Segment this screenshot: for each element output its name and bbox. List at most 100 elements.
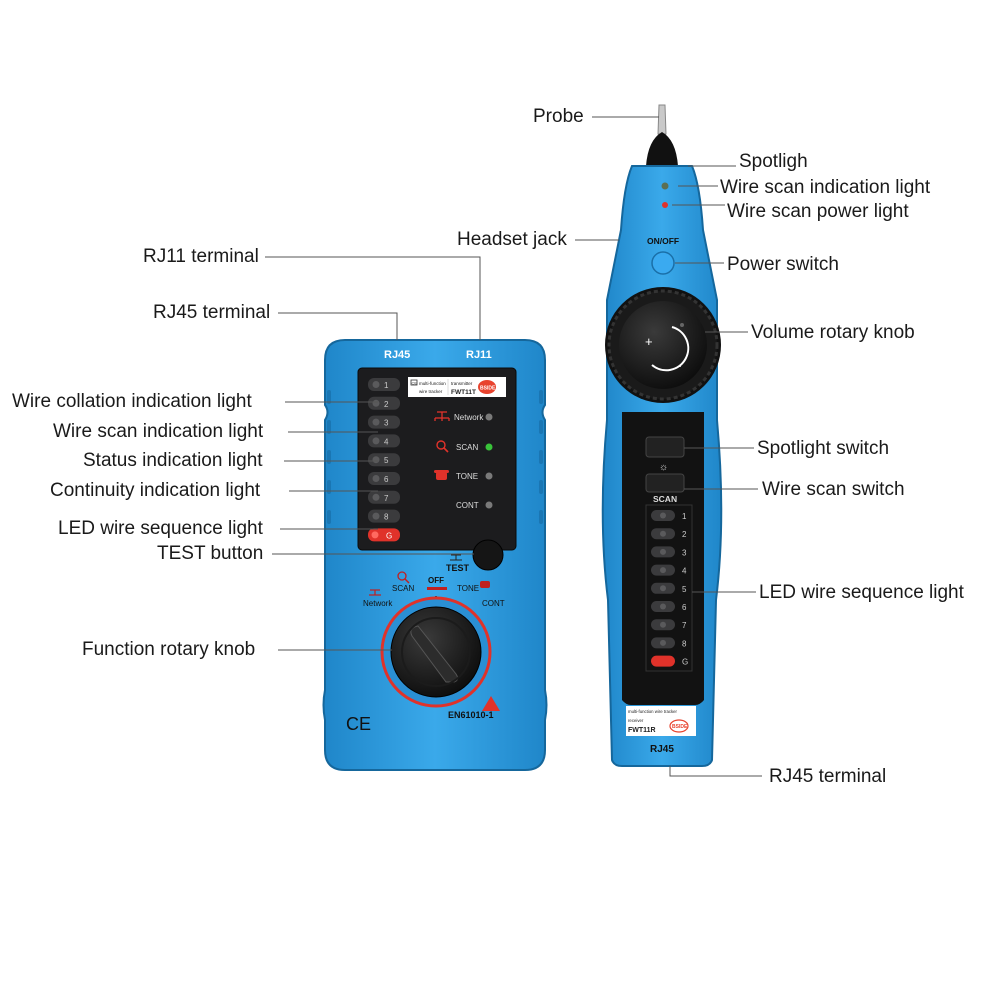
rx-wire-scan-switch[interactable] (645, 473, 685, 493)
callout-continuity-light: Continuity indication light (50, 480, 261, 501)
svg-text:☼: ☼ (659, 462, 668, 473)
tx-led-8: 8 (368, 509, 400, 523)
svg-text:+: + (645, 334, 653, 349)
tx-led-label: 1 (384, 381, 389, 390)
tx-model: FWT11T (451, 389, 476, 396)
callout-status-light: Status indication light (83, 450, 263, 471)
callout-power-switch: Power switch (727, 254, 839, 275)
leader-lines (265, 116, 762, 777)
rx-led-label: 3 (682, 548, 687, 557)
rx-sticker-type: receiver (628, 718, 644, 723)
rx-led-label: 7 (682, 621, 687, 630)
tx-cont-indicator: CONT (456, 501, 493, 510)
callout-rj45-terminal: RJ45 terminal (153, 302, 271, 323)
rx-led-7: 7 (651, 619, 687, 631)
tx-led-label: 8 (384, 513, 389, 522)
rx-led-2: 2 (651, 528, 687, 540)
tx-led-3: 3 (368, 415, 400, 429)
tx-sticker-type: transmitter (451, 381, 473, 386)
tx-dial-labels: SCAN OFF TONE CONT Network (363, 571, 505, 608)
rx-led-label: 6 (682, 603, 687, 612)
tx-network-indicator: Network (434, 411, 493, 422)
tx-sticker-line2: wire tracker (419, 389, 443, 394)
tx-led-7: 7 (368, 490, 400, 504)
callout-wire-scan-light-left: Wire scan indication light (53, 421, 264, 442)
rx-onoff-label: ON/OFF (647, 236, 679, 246)
tx-tone-indicator: TONE (434, 470, 493, 481)
rx-rj45-label: RJ45 (650, 744, 674, 755)
tx-sticker-line1: multi-function (419, 381, 446, 386)
tx-rj11-label: RJ11 (466, 349, 492, 361)
rx-led-label: 2 (682, 530, 687, 539)
rx-power-switch[interactable] (651, 251, 675, 275)
receiver-device: ON/OFF + - ☼ SCAN 1 2 3 4 5 6 7 8G multi-functi… (601, 104, 723, 767)
rx-sticker-line1: multi-function wire tracker (628, 709, 678, 714)
rx-led-5: 5 (651, 582, 687, 594)
callout-headset-jack: Headset jack (457, 229, 567, 250)
tx-rj45-label: RJ45 (384, 349, 410, 361)
tx-led-label: 6 (384, 475, 389, 484)
tx-led-label: 2 (384, 400, 389, 409)
tx-scan-indicator: SCAN (436, 440, 493, 453)
tx-led-6: 6 (368, 472, 400, 485)
rx-volume-knob[interactable] (619, 301, 707, 389)
tx-scan-text: SCAN (456, 443, 478, 452)
callout-wire-collation-light: Wire collation indication light (12, 391, 252, 412)
callout-spotlight-switch: Spotlight switch (757, 438, 890, 459)
rx-brand: BSIDE (672, 724, 688, 730)
tx-led-panel (357, 367, 517, 551)
callout-volume-knob: Volume rotary knob (751, 322, 915, 343)
tx-dial-tone: TONE (457, 584, 479, 593)
tx-led-5: 5 (368, 453, 400, 467)
rx-spotlight-switch[interactable] (645, 436, 685, 458)
tx-dial-scan: SCAN (392, 584, 414, 593)
rx-led-label: 4 (682, 567, 687, 576)
tx-brand: BSIDE (480, 386, 496, 392)
tx-tone-text: TONE (456, 472, 478, 481)
rx-led-label: 5 (682, 585, 687, 594)
tx-sticker-ce: CE (412, 381, 418, 386)
tx-dial-network: Network (363, 599, 393, 608)
rx-led-G: G (651, 655, 688, 667)
tx-led-4: 4 (368, 434, 400, 448)
tx-led-label: 3 (384, 419, 389, 428)
callout-wire-scan-switch: Wire scan switch (762, 479, 905, 500)
tx-led-label: 7 (384, 494, 389, 503)
svg-text:-: - (677, 358, 681, 373)
tx-led-label: 4 (384, 437, 389, 446)
rx-scan-label: SCAN (653, 494, 677, 504)
rx-led-label: 1 (682, 512, 687, 521)
callout-wire-scan-light-right: Wire scan indication light (720, 177, 931, 198)
callout-spotlight: Spotligh (739, 151, 808, 172)
tx-network-text: Network (454, 413, 484, 422)
rx-model: FWT11R (628, 727, 656, 734)
rx-led-column: 1 2 3 4 5 6 7 8G (651, 510, 688, 667)
rx-led-label: 8 (682, 639, 687, 648)
rx-led-label: G (682, 658, 688, 667)
tx-test-label: TEST (446, 563, 470, 573)
callout-rj45-terminal-right: RJ45 terminal (769, 766, 887, 787)
callout-wire-scan-power-light: Wire scan power light (727, 201, 909, 222)
tx-cont-text: CONT (456, 501, 479, 510)
callout-function-knob: Function rotary knob (82, 639, 256, 660)
tx-dial-off: OFF (428, 576, 444, 585)
tx-led-2: 2 (368, 396, 400, 410)
tx-dial-cont: CONT (482, 599, 505, 608)
tx-led-column: 1 2 3 4 5 6 7 8G (368, 378, 400, 542)
tx-ce-mark: CE (346, 714, 371, 734)
callout-probe: Probe (533, 106, 584, 127)
tx-led-G: G (368, 528, 400, 542)
rx-led-3: 3 (651, 546, 687, 558)
tx-led-1: 1 (368, 378, 400, 391)
transmitter-device: RJ45 RJ11 1 2 3 4 5 6 7 8G CE multi-function wi… (322, 339, 548, 771)
callout-test-button: TEST button (157, 543, 264, 564)
tx-led-label: G (386, 531, 392, 540)
callout-led-sequence-left: LED wire sequence light (58, 518, 263, 539)
callout-led-sequence-right: LED wire sequence light (759, 582, 964, 603)
rx-led-1: 1 (651, 510, 687, 521)
rx-led-4: 4 (651, 564, 687, 576)
tx-test-button[interactable] (472, 539, 504, 571)
rx-led-8: 8 (651, 637, 687, 649)
tx-standard: EN61010-1 (448, 710, 494, 720)
